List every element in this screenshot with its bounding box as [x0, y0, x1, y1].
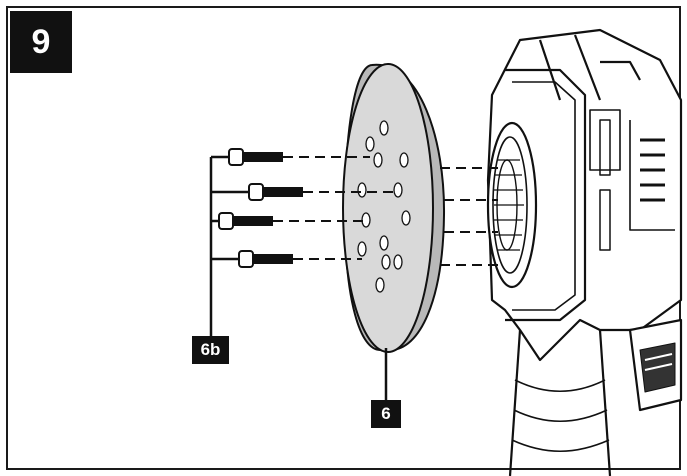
sanding-pad — [342, 63, 446, 353]
screw-icon — [218, 212, 366, 230]
step-number-badge: 9 — [10, 11, 72, 73]
callout-label-pad: 6 — [371, 400, 401, 428]
callout-label-screws: 6b — [192, 336, 229, 364]
screw-icon — [238, 250, 362, 268]
callout-leaders — [209, 155, 388, 400]
pad-alignment-lines — [440, 167, 498, 266]
sander-tool — [486, 28, 683, 476]
